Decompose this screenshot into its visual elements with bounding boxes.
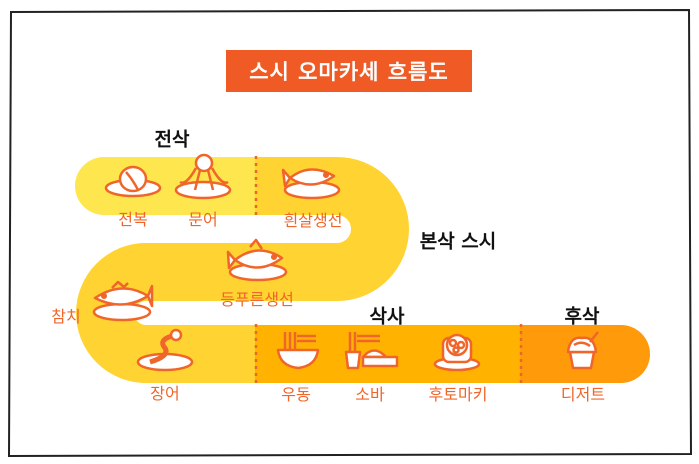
item-label-blue-fish: 등푸른생선 — [220, 290, 294, 309]
item-label-futomaki: 후토마키 — [428, 385, 488, 404]
blue-fish-icon — [226, 238, 288, 282]
futomaki-icon — [433, 333, 481, 372]
course-label-main: 본삭 스시 — [419, 230, 497, 253]
item-label-soba: 소바 — [355, 385, 385, 404]
item-label-udon: 우동 — [281, 385, 311, 404]
white-fish-icon — [281, 168, 341, 200]
eel-icon — [136, 328, 194, 372]
shaved-ice-icon — [566, 331, 599, 370]
item-label-dessert: 디저트 — [560, 385, 606, 404]
item-label-eel: 장어 — [150, 384, 180, 403]
udon-icon — [276, 332, 320, 370]
item-label-octopus: 문어 — [188, 210, 218, 229]
tuna-icon — [92, 280, 154, 322]
course-label-meal: 삭사 — [369, 305, 405, 328]
item-label-abalone: 전복 — [118, 210, 148, 229]
hand-drawn-border — [7, 8, 693, 458]
abalone-icon — [104, 165, 162, 198]
soba-icon — [344, 332, 399, 370]
diagram-title: 스시 오마카세 흐름도 — [226, 50, 472, 92]
octopus-icon — [174, 153, 232, 200]
course-label-dessert: 후삭 — [564, 305, 600, 328]
item-label-white-fish: 흰살생선 — [283, 211, 343, 230]
item-label-tuna: 참치 — [51, 307, 81, 326]
course-label-appetizer: 전삭 — [154, 128, 190, 151]
